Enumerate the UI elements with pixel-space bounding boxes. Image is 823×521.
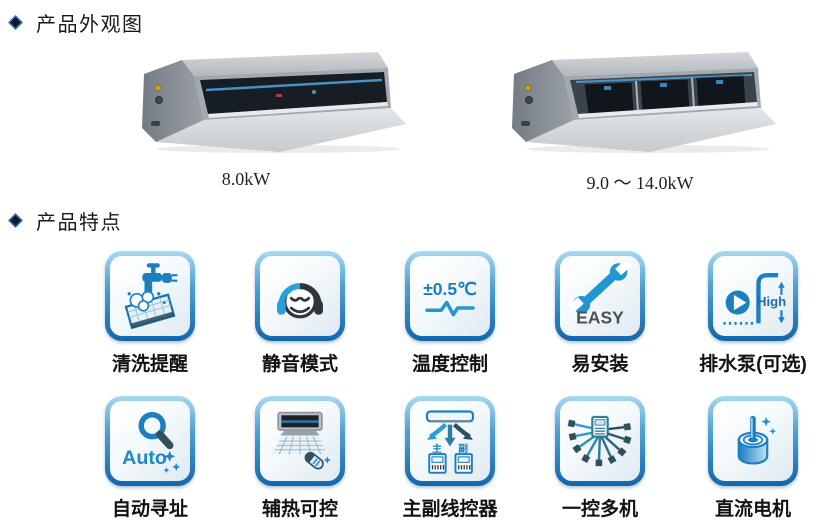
easy-badge-text: EASY bbox=[576, 307, 624, 327]
temp-control-icon: ±0.5℃ bbox=[423, 279, 477, 317]
feature-one-control-multi: 一控多机 bbox=[525, 396, 675, 521]
capacity-label-small: 8.0kW bbox=[221, 169, 271, 189]
feature-temp-control: ±0.5℃ 温度控制 bbox=[375, 251, 525, 376]
section-appearance-title: 产品外观图 bbox=[36, 14, 144, 36]
section-features-title: 产品特点 bbox=[36, 212, 122, 234]
feature-label: 辅热可控 bbox=[261, 499, 338, 520]
clean-reminder-icon bbox=[124, 263, 178, 330]
feature-label: 直流电机 bbox=[714, 499, 791, 520]
feature-badge bbox=[708, 396, 798, 486]
main-controller-label: 主 bbox=[432, 442, 442, 455]
feature-badge: ±0.5℃ bbox=[405, 251, 495, 341]
quiet-mode-icon bbox=[277, 283, 323, 319]
feature-label: 温度控制 bbox=[411, 354, 488, 375]
drain-pump-icon: High bbox=[723, 273, 786, 325]
feature-badge bbox=[105, 251, 195, 341]
feature-label: 易安装 bbox=[571, 354, 629, 375]
feature-easy-install: EASY 易安装 bbox=[525, 251, 675, 376]
diamond-bullet-icon bbox=[8, 15, 23, 30]
feature-badge: 主 副 bbox=[405, 396, 495, 486]
feature-badge: High bbox=[708, 251, 798, 341]
feature-aux-heat: 辅热可控 bbox=[225, 396, 375, 521]
feature-badge bbox=[555, 396, 645, 486]
feature-label: 静音模式 bbox=[261, 354, 338, 375]
feature-label: 主副线控器 bbox=[402, 499, 498, 520]
feature-dc-motor: 直流电机 bbox=[678, 396, 823, 521]
diamond-bullet-icon bbox=[8, 213, 23, 228]
feature-main-sub-controller: 主 副 主副线控器 bbox=[375, 396, 525, 521]
product-image-large-unit bbox=[512, 52, 776, 153]
section-features-header: 产品特点 bbox=[8, 206, 122, 235]
feature-label: 排水泵(可选) bbox=[699, 354, 807, 375]
feature-badge bbox=[255, 251, 345, 341]
auto-badge-text: Auto bbox=[122, 447, 167, 469]
dc-motor-icon bbox=[737, 415, 777, 465]
aux-heat-icon bbox=[271, 411, 332, 470]
easy-install-icon: EASY bbox=[568, 261, 632, 327]
feature-badge: EASY bbox=[555, 251, 645, 341]
feature-quiet-mode: 静音模式 bbox=[225, 251, 375, 376]
high-badge-text: High bbox=[757, 294, 786, 309]
feature-clean-reminder: 清洗提醒 bbox=[75, 251, 225, 376]
auto-address-icon: Auto bbox=[122, 412, 181, 474]
feature-label: 自动寻址 bbox=[111, 499, 188, 520]
section-appearance-header: 产品外观图 bbox=[8, 8, 144, 37]
feature-label: 一控多机 bbox=[561, 499, 638, 520]
feature-badge bbox=[255, 396, 345, 486]
sub-controller-label: 副 bbox=[458, 442, 468, 455]
main-sub-controller-icon: 主 副 bbox=[425, 410, 475, 474]
product-image-small-unit bbox=[142, 52, 406, 153]
feature-auto-address: Auto 自动寻址 bbox=[75, 396, 225, 521]
feature-drain-pump: High 排水泵(可选) bbox=[678, 251, 823, 376]
capacity-label-large: 9.0 ～ 14.0kW bbox=[586, 173, 694, 193]
feature-label: 清洗提醒 bbox=[111, 354, 188, 375]
one-control-multi-icon bbox=[567, 415, 632, 467]
feature-badge: Auto bbox=[105, 396, 195, 486]
temp-badge-text: ±0.5℃ bbox=[423, 279, 477, 299]
